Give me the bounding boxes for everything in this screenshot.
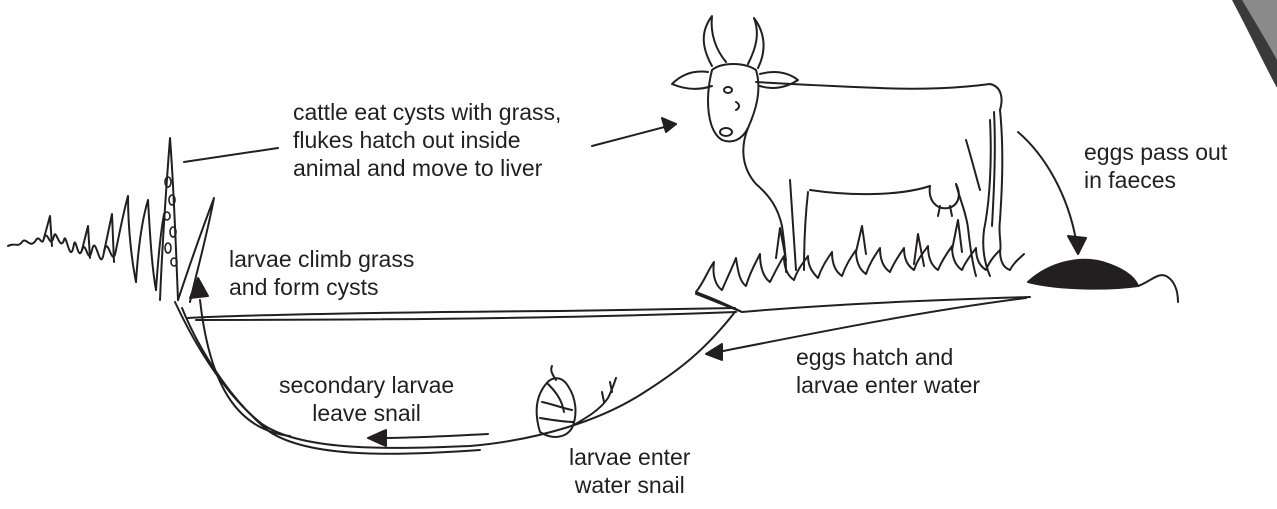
label-line: larvae climb grass [229, 245, 414, 273]
label-line: in faeces [1084, 166, 1227, 194]
label-larvae-enter-snail: larvae enter water snail [569, 443, 690, 499]
label-line: animal and move to liver [293, 154, 561, 182]
label-pointer-line [184, 148, 278, 162]
label-larvae-climb: larvae climb grass and form cysts [229, 245, 414, 301]
label-line: cattle eat cysts with grass, [293, 98, 561, 126]
label-line: eggs pass out [1084, 138, 1227, 166]
label-eggs-pass: eggs pass out in faeces [1084, 138, 1227, 194]
arrow-head [1068, 236, 1086, 254]
arrow-head [662, 118, 676, 132]
cow-illustration-icon [672, 16, 1002, 276]
faeces-mound-icon [1028, 260, 1178, 302]
label-line: leave snail [279, 399, 454, 427]
label-line: flukes hatch out inside [293, 126, 561, 154]
label-line: eggs hatch and [796, 343, 980, 371]
label-line: secondary larvae [279, 371, 454, 399]
arrow-head [368, 430, 386, 446]
water-snail-illustration-icon [537, 366, 616, 437]
label-eggs-hatch: eggs hatch and larvae enter water [796, 343, 980, 399]
arrow-head [706, 344, 722, 360]
label-line: water snail [569, 471, 690, 499]
corner-shadow-icon [1232, 0, 1277, 88]
label-line: and form cysts [229, 273, 414, 301]
label-secondary-larvae: secondary larvae leave snail [279, 371, 454, 427]
grass-illustration-icon [8, 138, 214, 302]
label-line: larvae enter [569, 443, 690, 471]
label-line: larvae enter water [796, 371, 980, 399]
label-cattle-eat: cattle eat cysts with grass, flukes hatc… [293, 98, 561, 182]
